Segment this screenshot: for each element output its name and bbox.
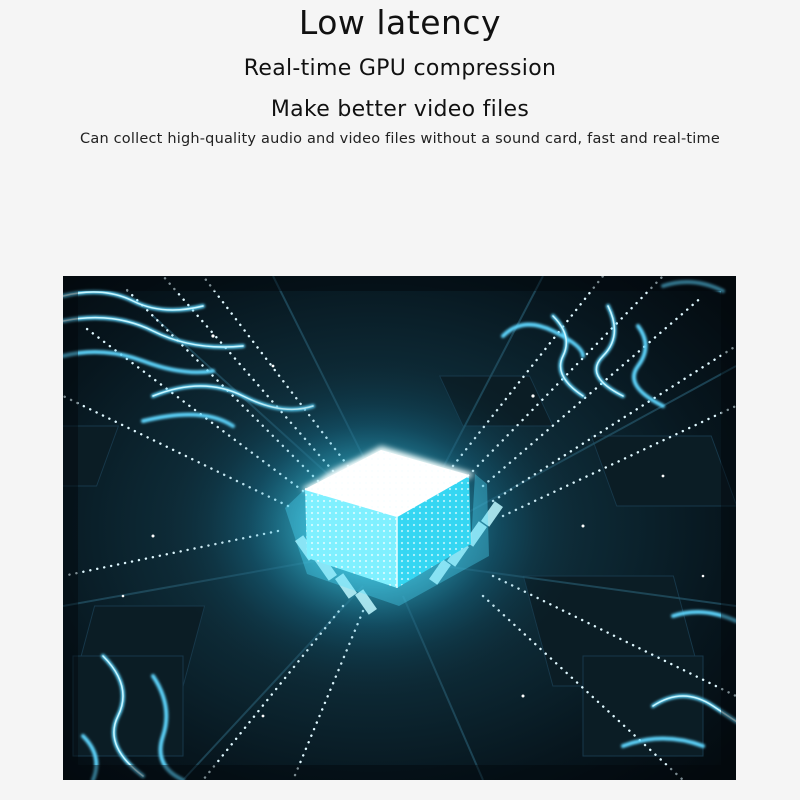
page-title: Low latency <box>298 3 502 42</box>
glowing-chip-icon <box>63 276 736 780</box>
subtitle-gpu-compression: Real-time GPU compression <box>243 56 557 81</box>
feature-description: Can collect high-quality audio and video… <box>80 131 720 147</box>
circuit-board-image <box>63 276 736 780</box>
subtitle-better-video-files: Make better video files <box>270 97 530 122</box>
